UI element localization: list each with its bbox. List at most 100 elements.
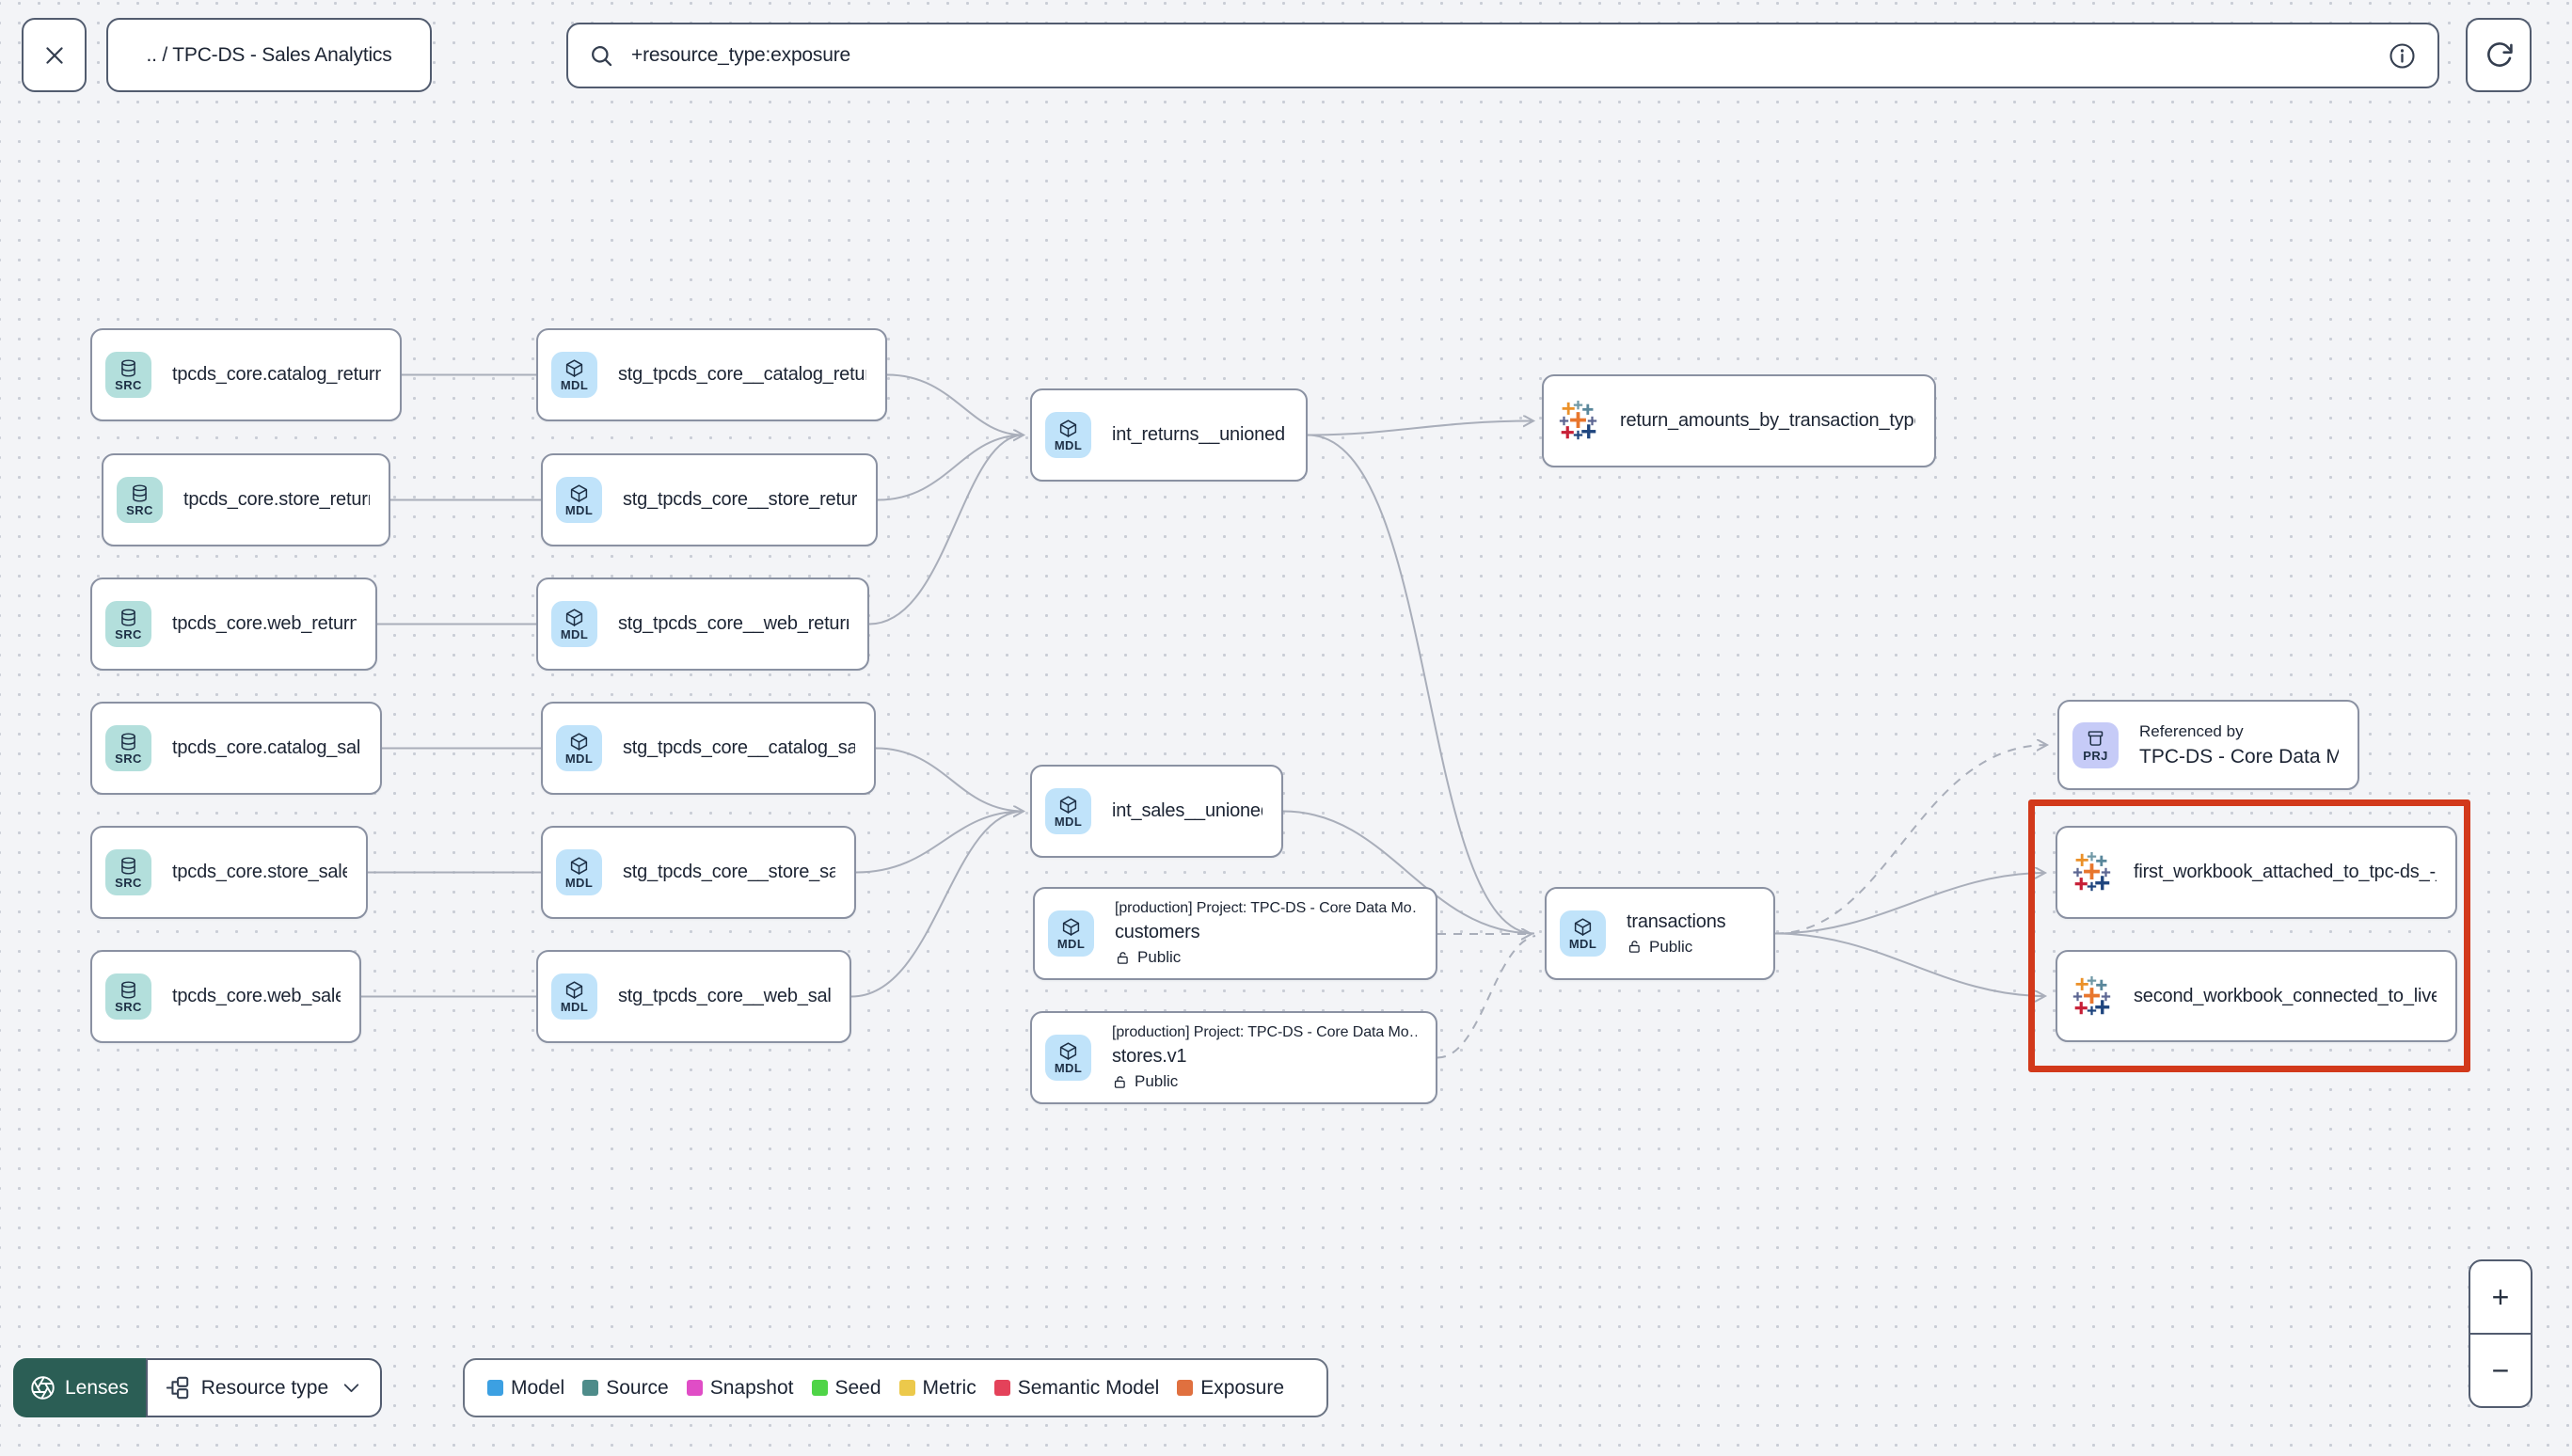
node-stg-catalog-returns[interactable]: MDL stg_tpcds_core__catalog_returns — [536, 328, 887, 421]
node-exposure-first-workbook[interactable]: first_workbook_attached_to_tpc-ds_-_… — [2056, 826, 2457, 919]
node-label: tpcds_core.web_sales — [172, 986, 341, 1006]
model-badge: MDL — [551, 973, 597, 1020]
project-badge: PRJ — [2072, 721, 2119, 768]
resource-type-icon — [166, 1376, 188, 1400]
legend-item-seed: Seed — [811, 1377, 881, 1400]
lock-open-icon — [1115, 950, 1131, 966]
node-label: stg_tpcds_core__web_returns — [618, 613, 849, 634]
snapshot-swatch — [686, 1380, 703, 1396]
node-label: transactions — [1627, 910, 1726, 932]
node-source-catalog-sales[interactable]: SRC tpcds_core.catalog_sales — [90, 702, 382, 795]
node-int-sales-unioned[interactable]: MDL int_sales__unioned — [1030, 765, 1283, 858]
node-label: TPC-DS - Core Data Models — [2139, 745, 2339, 768]
model-cube-icon — [564, 608, 584, 627]
node-model-stores-v1[interactable]: MDL [production] Project: TPC-DS - Core … — [1030, 1011, 1437, 1104]
node-exposure-return-amounts[interactable]: return_amounts_by_transaction_type — [1542, 374, 1936, 467]
node-source-web-sales[interactable]: SRC tpcds_core.web_sales — [90, 950, 361, 1043]
database-icon — [130, 483, 150, 503]
legend-item-source: Source — [582, 1377, 669, 1400]
model-cube-icon — [569, 856, 589, 876]
node-label: stores.v1 — [1112, 1046, 1187, 1067]
project-archive-icon — [2086, 729, 2105, 749]
database-icon — [119, 608, 138, 627]
database-icon — [119, 732, 138, 752]
model-badge: MDL — [1560, 910, 1606, 957]
lock-open-icon — [1112, 1074, 1128, 1090]
breadcrumb-button[interactable]: .. / TPC-DS - Sales Analytics — [106, 18, 432, 92]
node-source-catalog-returns[interactable]: SRC tpcds_core.catalog_returns — [90, 328, 402, 421]
source-badge: SRC — [105, 601, 151, 647]
database-icon — [119, 358, 138, 378]
model-cube-icon — [1058, 419, 1078, 438]
visibility-badge: Public — [1115, 948, 1417, 967]
zoom-controls: + − — [2469, 1259, 2532, 1408]
model-badge: MDL — [1045, 412, 1091, 458]
node-label: customers — [1115, 922, 1200, 942]
node-label: stg_tpcds_core__web_sales — [618, 986, 831, 1006]
node-label: tpcds_core.store_returns — [183, 489, 370, 510]
exposure-swatch — [1177, 1380, 1194, 1396]
node-stg-store-returns[interactable]: MDL stg_tpcds_core__store_returns — [541, 453, 878, 546]
node-label: first_workbook_attached_to_tpc-ds_-_… — [2134, 862, 2437, 882]
node-label: return_amounts_by_transaction_type — [1620, 410, 1915, 431]
legend-item-snapshot: Snapshot — [686, 1377, 794, 1400]
node-exposure-second-workbook[interactable]: second_workbook_connected_to_live… — [2056, 950, 2457, 1042]
node-label: int_returns__unioned — [1112, 424, 1285, 445]
node-stg-catalog-sales[interactable]: MDL stg_tpcds_core__catalog_sales — [541, 702, 876, 795]
legend-item-metric: Metric — [898, 1377, 976, 1400]
model-badge: MDL — [1045, 1035, 1091, 1081]
close-button[interactable] — [22, 18, 87, 92]
lenses-button[interactable]: Lenses — [13, 1358, 146, 1417]
source-badge: SRC — [105, 849, 151, 895]
node-project-referenced-by[interactable]: PRJ Referenced by TPC-DS - Core Data Mod… — [2057, 700, 2359, 790]
node-label: stg_tpcds_core__store_sales — [623, 862, 835, 882]
resource-type-label: Resource type — [200, 1376, 329, 1399]
node-int-returns-unioned[interactable]: MDL int_returns__unioned — [1030, 388, 1308, 482]
tableau-icon — [2071, 851, 2113, 894]
node-label: stg_tpcds_core__catalog_returns — [618, 364, 866, 385]
refresh-button[interactable] — [2466, 18, 2532, 92]
project-line: [production] Project: TPC-DS - Core Data… — [1115, 900, 1417, 916]
zoom-out-button[interactable]: − — [2470, 1333, 2531, 1406]
node-source-store-returns[interactable]: SRC tpcds_core.store_returns — [102, 453, 390, 546]
model-badge: MDL — [556, 849, 602, 895]
model-cube-icon — [1058, 795, 1078, 815]
source-badge: SRC — [117, 477, 163, 523]
search-bar[interactable] — [566, 23, 2439, 88]
node-source-web-returns[interactable]: SRC tpcds_core.web_returns — [90, 578, 377, 671]
breadcrumb: .. / TPC-DS - Sales Analytics — [146, 43, 392, 66]
project-line: [production] Project: TPC-DS - Core Data… — [1112, 1024, 1417, 1040]
resource-type-button[interactable]: Resource type — [145, 1358, 383, 1417]
model-cube-icon — [1058, 1041, 1078, 1061]
model-badge: MDL — [551, 601, 597, 647]
node-model-transactions[interactable]: MDL transactions Public — [1545, 887, 1775, 980]
zoom-in-button[interactable]: + — [2491, 1279, 2510, 1314]
chevron-down-icon — [343, 1384, 359, 1393]
node-label: int_sales__unioned — [1112, 800, 1262, 821]
search-icon — [592, 45, 612, 66]
node-stg-web-returns[interactable]: MDL stg_tpcds_core__web_returns — [536, 578, 869, 671]
seed-swatch — [811, 1380, 828, 1396]
metric-swatch — [898, 1380, 915, 1396]
model-cube-icon — [1061, 917, 1081, 937]
info-icon[interactable] — [2388, 41, 2417, 71]
database-icon — [119, 980, 138, 1000]
referenced-by-title: Referenced by — [2139, 721, 2244, 740]
model-badge: MDL — [1045, 788, 1091, 834]
model-badge: MDL — [556, 477, 602, 523]
node-model-customers[interactable]: MDL [production] Project: TPC-DS - Core … — [1033, 887, 1437, 980]
refresh-icon — [2486, 42, 2513, 67]
lens-controls: Lenses Resource type — [13, 1358, 383, 1417]
source-badge: SRC — [105, 352, 151, 398]
search-input[interactable] — [629, 43, 2373, 68]
legend: Model Source Snapshot Seed Metric Semant… — [463, 1358, 1328, 1417]
node-label: tpcds_core.store_sales — [172, 862, 347, 882]
legend-item-semantic-model: Semantic Model — [993, 1377, 1159, 1400]
node-stg-store-sales[interactable]: MDL stg_tpcds_core__store_sales — [541, 826, 856, 919]
close-icon — [45, 46, 63, 64]
database-icon — [119, 856, 138, 876]
lenses-aperture-icon — [31, 1376, 55, 1400]
node-source-store-sales[interactable]: SRC tpcds_core.store_sales — [90, 826, 368, 919]
node-stg-web-sales[interactable]: MDL stg_tpcds_core__web_sales — [536, 950, 851, 1043]
